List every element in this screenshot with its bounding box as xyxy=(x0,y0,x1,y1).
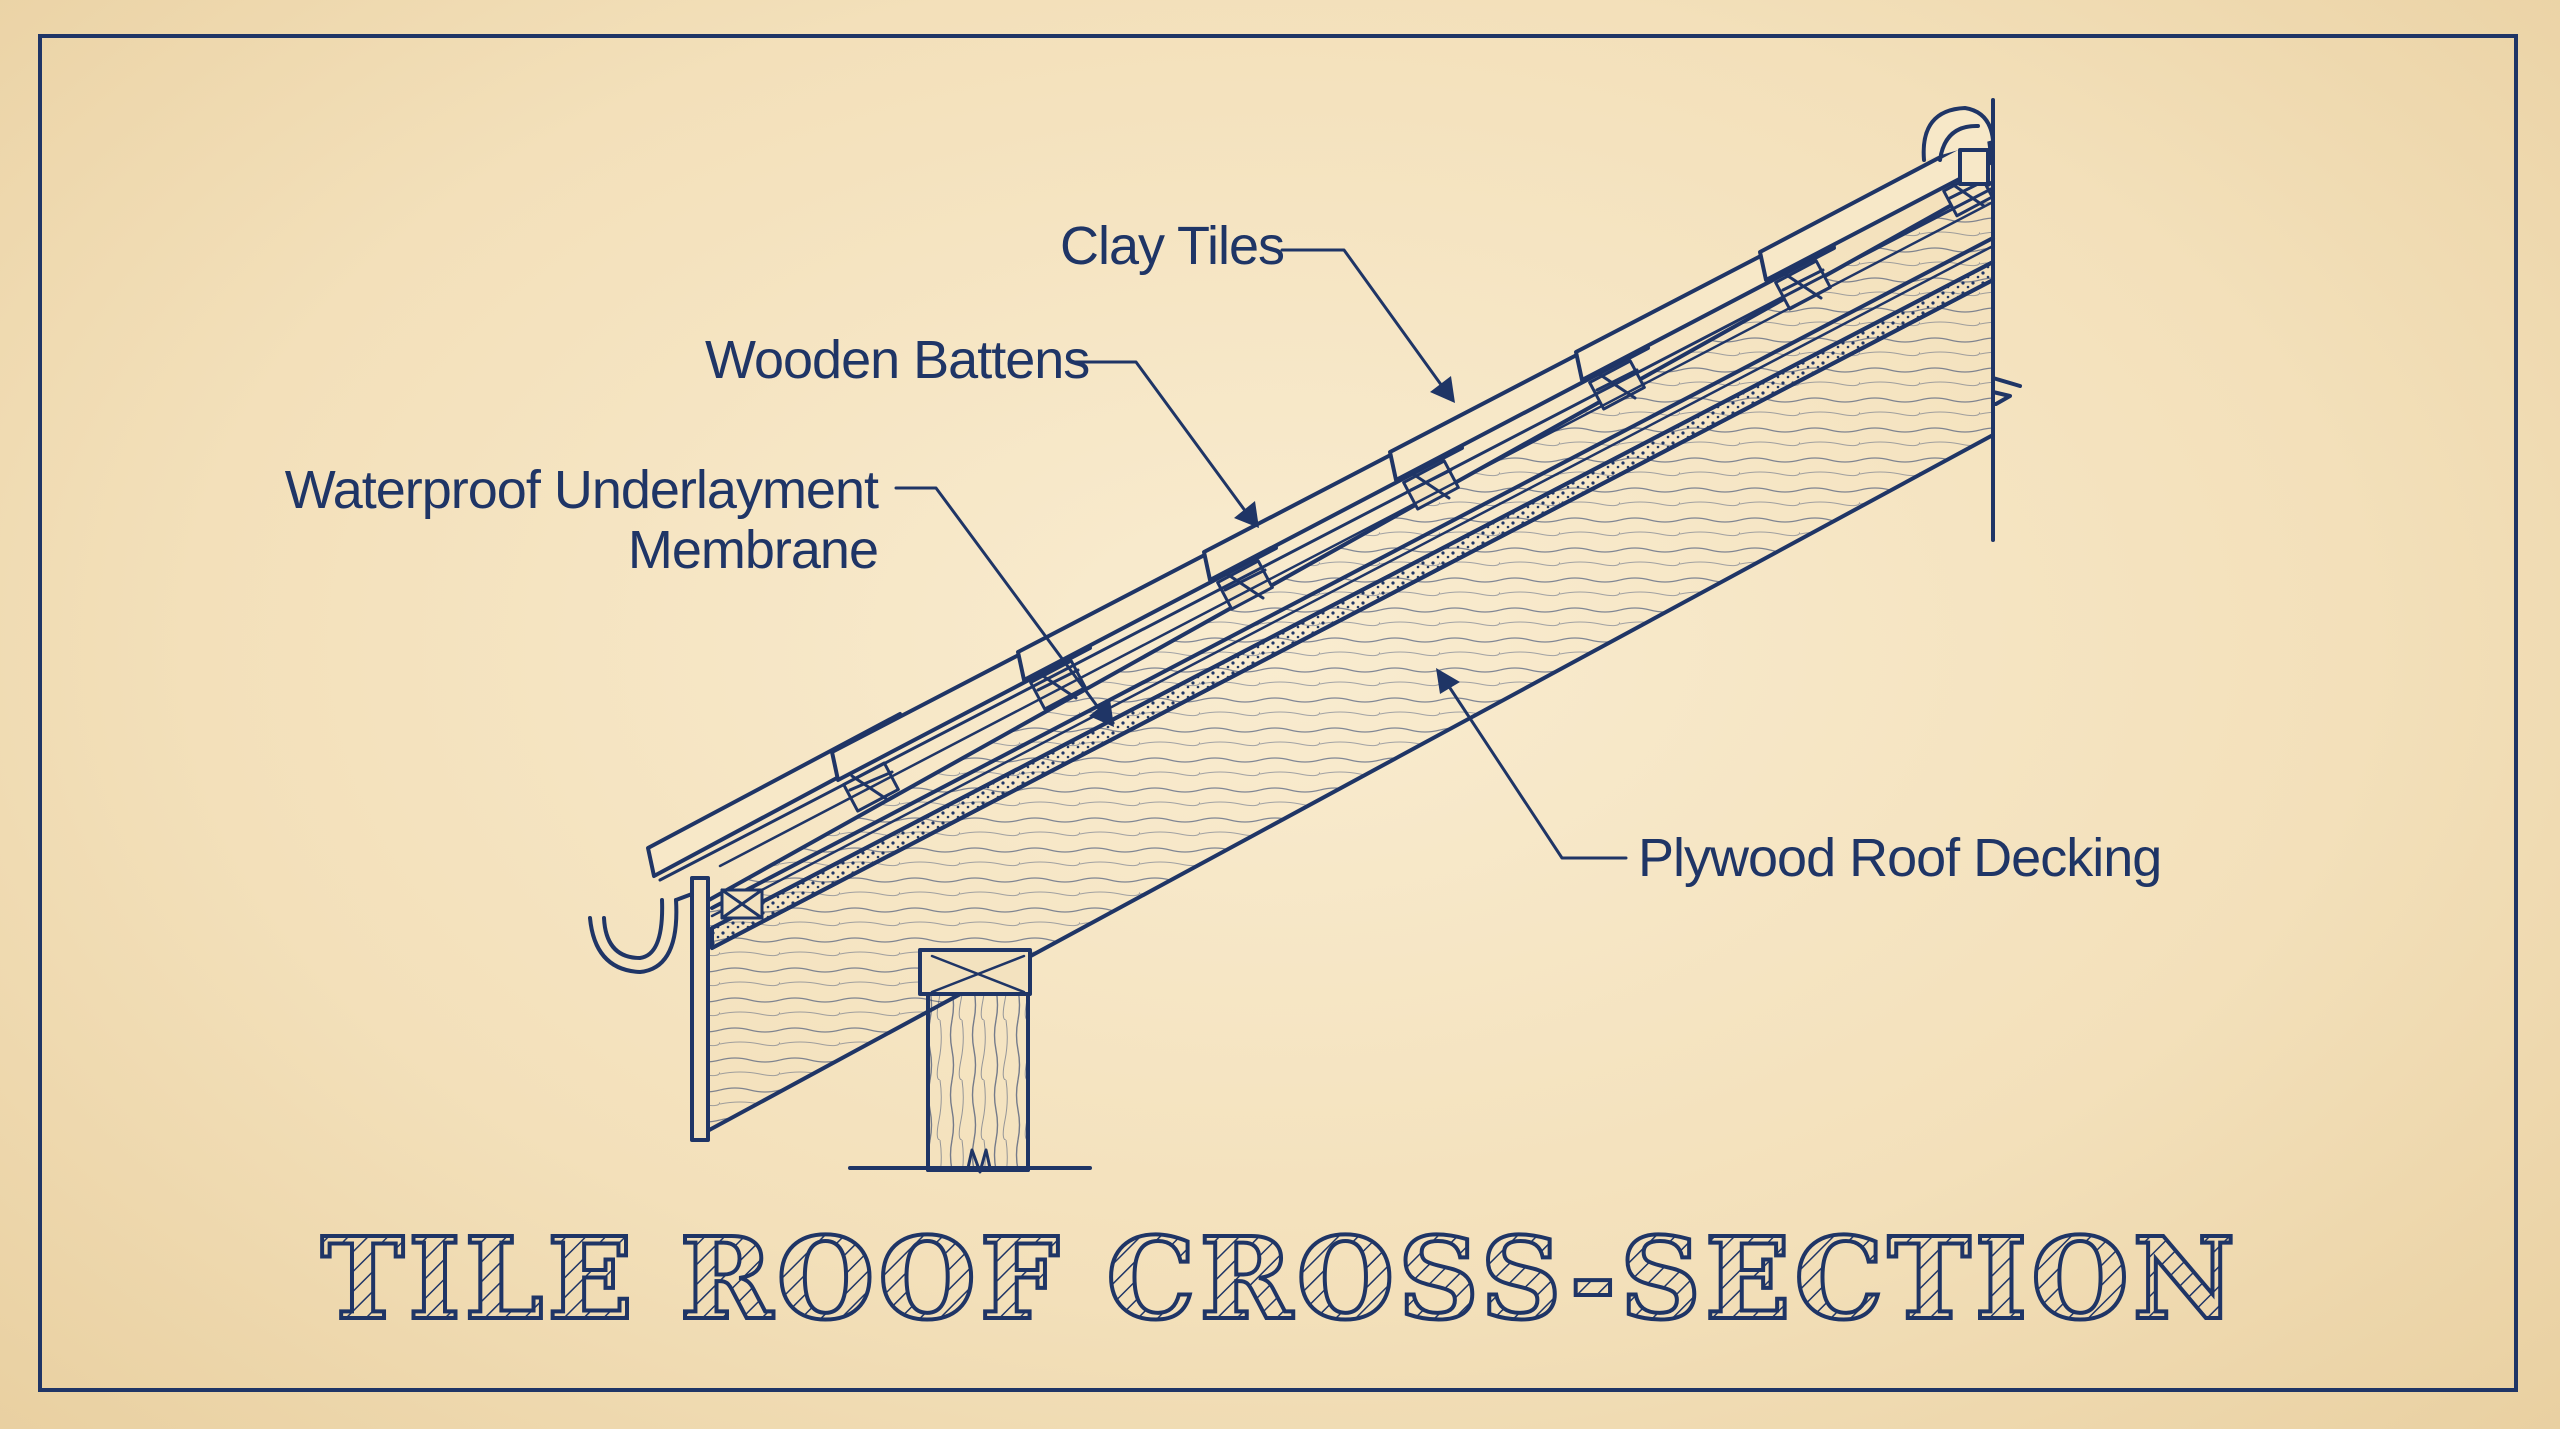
leader-wooden-battens xyxy=(1072,360,1248,514)
fascia-board xyxy=(690,876,710,1142)
leader-lines xyxy=(894,248,1628,860)
leader-membrane xyxy=(894,486,1102,712)
batten xyxy=(1216,559,1274,611)
clay-tiles xyxy=(646,130,1995,882)
label-plywood-decking: Plywood Roof Decking xyxy=(1638,828,2162,888)
gutter xyxy=(588,892,694,974)
blueprint-border xyxy=(38,34,2518,1392)
batten xyxy=(720,888,764,920)
support-post xyxy=(848,948,1092,1174)
wall-section xyxy=(1991,98,2022,542)
waterproof-membrane xyxy=(710,260,1995,950)
label-waterproof-membrane: Waterproof Underlayment Membrane xyxy=(284,460,879,580)
label-membrane-line2: Membrane xyxy=(627,520,879,580)
ridge-cap xyxy=(1921,106,1995,186)
plywood-roof-decking xyxy=(698,180,1995,1137)
clay-tile xyxy=(1758,130,1994,282)
leader-clay-tiles xyxy=(1280,248,1444,388)
label-membrane-line1: Waterproof Underlayment xyxy=(284,460,879,520)
batten xyxy=(1588,359,1646,411)
diagram-title: TILE ROOF CROSS-SECTION xyxy=(321,1214,2239,1345)
label-clay-tiles: Clay Tiles xyxy=(1060,216,1285,276)
label-wooden-battens: Wooden Battens xyxy=(705,330,1090,390)
leader-decking xyxy=(1448,686,1628,860)
